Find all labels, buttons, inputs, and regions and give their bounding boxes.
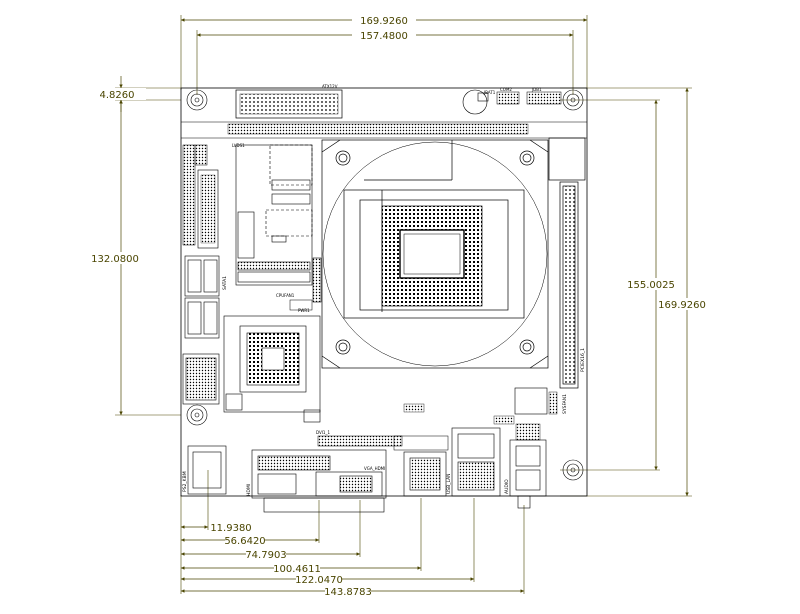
dim-bottom-2: 56.6420 [224,536,265,547]
chipset [223,315,321,423]
dim-left-offset: 4.8260 [100,90,135,101]
sata-label: SATA1 [222,276,228,290]
fan-header-right [514,387,548,415]
pcie-label: PCIEX16_1 [580,348,586,372]
dim-bottom-4: 100.4611 [273,564,321,575]
lvds-label: LVDS1 [232,143,245,148]
left-column-headers: LVDS1 [182,143,245,249]
left-usb-stack [182,255,220,405]
atx-power-connector: ATX12V [235,84,343,119]
usb-lan-label: USB_LAN [446,473,452,494]
ps2-connector [187,445,227,495]
fan-header-small [548,391,558,415]
extension-lines [115,15,692,594]
dvi-header [317,435,403,447]
dim-bottom-3: 74.7903 [245,550,286,561]
usb-lan-connector [451,427,501,497]
com-label: COM2 [500,87,512,92]
vga-label: VGA_HDMI [364,466,385,471]
dim-bottom-6: 143.8783 [324,587,372,598]
dim-inner-width: 157.4800 [360,31,408,42]
dim-top-width: 169.9260 [360,16,408,27]
header-right-small [493,415,515,425]
mounting-holes [186,89,584,481]
top-pin-strip [227,123,529,135]
header-mid-2 [393,435,449,451]
dim-right-height: 169.9260 [658,300,706,311]
usb-connector-mid [403,451,447,497]
dim-bottom-1: 11.9380 [210,523,251,534]
mount-hole-top-left [186,89,208,111]
top-right-headers: COM2 JDB1 [496,87,562,105]
atx-label: ATX12V [322,84,338,89]
cpu-socket-assembly [321,139,549,369]
dvi-label: DVI1_1 [316,430,330,435]
dim-bottom-5: 122.0470 [295,575,343,586]
vga-dvi-connector [251,449,387,513]
dimension-texts: 169.9260 157.4800 4.8260 132.0800 155.00… [91,14,706,598]
header-right-small-2 [515,423,541,441]
dim-left-height: 132.0800 [91,254,139,265]
ps2-label: PS2_KBM [182,471,188,492]
cpu-fan-label: CPUFAN1 [276,293,295,298]
hdmi-label: HDMI [246,484,252,496]
audio-connector [509,439,547,509]
jdb-label: JDB1 [531,87,542,92]
pcie-slot [548,137,586,389]
small-header-mid [289,299,313,311]
jbat-label: JBAT1 [483,90,496,95]
audio-label: AUDIO [504,479,510,494]
mount-hole-mid-left [186,404,208,426]
pwr-label: PWR1 [298,308,310,313]
mount-hole-bottom-right [562,459,584,481]
mount-hole-top-right [562,89,584,111]
battery: JBAT1 [462,89,496,115]
fan2-label: SYSFAN1 [562,394,568,414]
memory-module-area [235,144,322,303]
dim-right-inner-height: 155.0025 [627,280,675,291]
board-outline [180,87,588,497]
header-mid-1 [403,403,425,413]
